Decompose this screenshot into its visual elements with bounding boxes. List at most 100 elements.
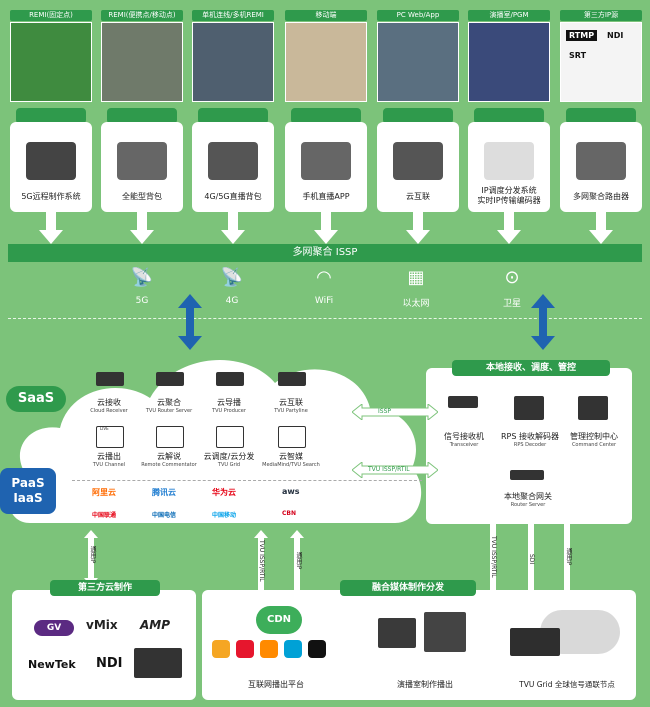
cloud-item-label-2: 云导播 xyxy=(217,398,241,407)
local-item-sublabel-1: RPS Decoder xyxy=(513,442,547,448)
weibo-icon xyxy=(236,640,254,658)
cloud-to-cdn-arrow-1 xyxy=(254,530,268,606)
source-header-5: 演播室/PGM xyxy=(468,10,550,21)
ip-label-1: 通用IP xyxy=(89,546,96,564)
vendor-logo-6: 中国移动 xyxy=(212,512,237,519)
vendor-logo-4: 中国联通 xyxy=(92,512,117,519)
source-device-icon-2 xyxy=(208,142,258,180)
down-arrow-3 xyxy=(314,212,338,244)
5g-tower-icon: 📡 xyxy=(130,267,154,288)
source-device-icon-1 xyxy=(117,142,167,180)
source-device-icon-5 xyxy=(484,142,534,180)
fusion-media-title: 融合媒体制作分发 xyxy=(340,580,476,596)
source-device-icon-6 xyxy=(576,142,626,180)
ip-source-logo-2: SRT xyxy=(569,51,587,60)
vendor-logo-5: 中国电信 xyxy=(152,512,177,519)
cloud-to-thirdparty-arrow xyxy=(84,530,98,586)
cloud-item-label-3: 云互联 xyxy=(279,398,303,407)
vendor-logo-7: CBN xyxy=(282,510,296,517)
paas-iaas-tag: PaaS IaaS xyxy=(0,468,56,514)
source-label-6: 多网聚合路由器 xyxy=(573,192,629,201)
source-photo-5 xyxy=(468,22,550,102)
source-header-6: 第三方IP源 xyxy=(560,10,642,21)
network-label-1: 4G xyxy=(225,296,239,306)
platform-icon-1 xyxy=(212,640,230,658)
local-device-icon-1 xyxy=(514,396,544,420)
cloud-item-label-4: 云播出 xyxy=(97,452,121,461)
rtil-v-label-1: TVU ISSP/RTIL xyxy=(258,540,265,582)
cloud-item-sublabel-1: TVU Router Server xyxy=(145,408,193,414)
studio-label: 演播室制作播出 xyxy=(397,680,453,689)
local-to-grid-arrow-2 xyxy=(524,516,538,606)
cloud-item-icon-6 xyxy=(216,426,244,448)
cloud-item-label-5: 云解说 xyxy=(157,452,181,461)
signal-bar-1 xyxy=(107,108,177,124)
down-arrow-2 xyxy=(221,212,245,244)
amp-logo: AMP xyxy=(140,618,171,632)
local-title: 本地接收、调度、管控 xyxy=(452,360,610,376)
source-photo-1 xyxy=(101,22,183,102)
source-header-0: REMI(固定点) xyxy=(10,10,92,21)
grid-label: TVU Grid 全球信号通联节点 xyxy=(519,680,615,689)
down-arrow-1 xyxy=(130,212,154,244)
cloud-item-label-1: 云聚合 xyxy=(157,398,181,407)
cloud-item-sublabel-0: Cloud Receiver xyxy=(90,408,128,414)
cloud-item-label-6: 云调度/云分发 xyxy=(203,452,255,461)
signal-bar-3 xyxy=(291,108,361,124)
network-label-2: WiFi xyxy=(314,296,334,306)
source-photo-0 xyxy=(10,22,92,102)
cloud-item-icon-5 xyxy=(156,426,184,448)
local-device-icon-0 xyxy=(448,396,478,408)
cloud-to-cdn-arrow-2 xyxy=(290,530,304,606)
divider xyxy=(8,318,642,319)
bidirectional-arrow-left xyxy=(178,294,202,350)
third-party-cloud-title: 第三方云制作 xyxy=(50,580,160,596)
vendor-logo-0: 阿里云 xyxy=(92,488,116,497)
source-label-5-a: IP调度分发系统 xyxy=(481,186,537,195)
rtil-link-arrow xyxy=(352,462,438,478)
ip-label-3: 通用IP xyxy=(565,548,572,566)
cloud-item-icon-4 xyxy=(96,426,124,448)
cloud-item-label-0: 云接收 xyxy=(97,398,121,407)
iaas-label: IaaS xyxy=(13,491,43,505)
cloud-item-sublabel-4: TVU Channel xyxy=(92,462,126,468)
source-label-5-b: 实时IP传输编码器 xyxy=(477,196,541,205)
local-to-grid-arrow-1 xyxy=(486,516,500,606)
ethernet-icon: ▦ xyxy=(407,267,425,288)
source-photo-2 xyxy=(192,22,274,102)
gateway-sublabel: Router Server xyxy=(510,502,546,508)
network-label-4: 卫星 xyxy=(502,299,521,309)
source-photo-3 xyxy=(285,22,367,102)
signal-bar-4 xyxy=(383,108,453,124)
local-device-icon-2 xyxy=(578,396,608,420)
source-label-0: 5G远程制作系统 xyxy=(21,192,81,201)
issp-link-arrow xyxy=(352,404,438,420)
cloud-item-icon-2 xyxy=(216,372,244,386)
signal-bar-0 xyxy=(16,108,86,124)
cloud-item-sublabel-5: Remote Commentator xyxy=(141,462,197,468)
source-label-2: 4G/5G直播背包 xyxy=(204,192,262,201)
local-item-label-1: RPS 接收解码器 xyxy=(500,432,559,441)
4g-tower-icon: 📡 xyxy=(220,267,244,288)
ndi-logo: NDI xyxy=(96,656,123,671)
newtek-logo: NewTek xyxy=(28,658,76,671)
down-arrow-6 xyxy=(589,212,613,244)
down-arrow-5 xyxy=(497,212,521,244)
source-label-4: 云互联 xyxy=(406,192,430,201)
local-item-label-0: 信号接收机 xyxy=(444,432,484,441)
source-header-4: PC Web/App xyxy=(377,10,459,21)
source-header-1: REMI(便携点/移动点) xyxy=(101,10,183,21)
source-header-2: 单机连线/多机REMI xyxy=(192,10,274,21)
source-device-icon-4 xyxy=(393,142,443,180)
kuaishou-icon xyxy=(260,640,278,658)
vendor-logo-3: aws xyxy=(282,487,300,496)
ip-label-2: 通用IP xyxy=(295,552,302,570)
source-device-icon-3 xyxy=(301,142,351,180)
cloud-item-sublabel-6: TVU Grid xyxy=(217,462,241,468)
local-item-label-2: 管理控制中心 xyxy=(570,432,618,441)
cloud-item-icon-0 xyxy=(96,372,124,386)
source-photo-4 xyxy=(377,22,459,102)
router-server-device xyxy=(510,470,544,480)
cloud-item-icon-7 xyxy=(278,426,306,448)
bilibili-icon xyxy=(284,640,302,658)
